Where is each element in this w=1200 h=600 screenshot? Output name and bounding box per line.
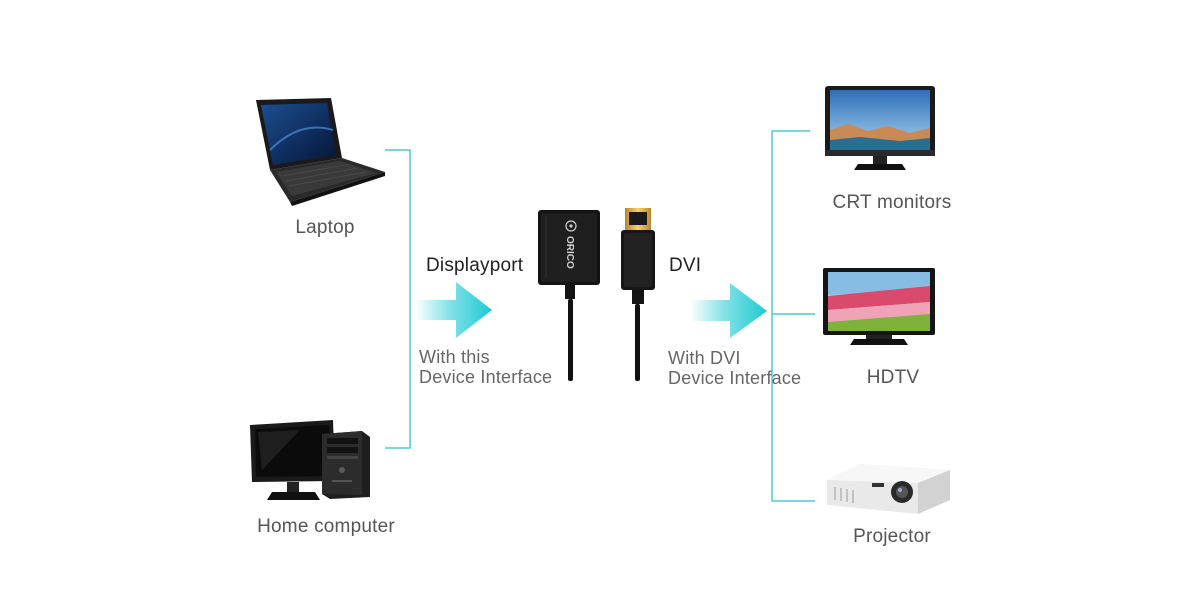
dvi-adapter-icon: ORICO	[538, 208, 655, 381]
adapter-brand: ORICO	[564, 236, 575, 269]
output-interface-note-line1: With DVI	[668, 348, 741, 368]
input-interface-note-line1: With this	[419, 347, 490, 367]
laptop-label: Laptop	[295, 217, 355, 238]
input-interface-note: With this Device Interface	[419, 347, 552, 387]
hdtv-icon	[823, 268, 935, 345]
input-interface-note-line2: Device Interface	[419, 367, 553, 387]
projector-label: Projector	[853, 526, 931, 547]
left-connector-bracket	[385, 149, 411, 449]
output-interface-note: With DVI Device Interface	[668, 348, 801, 388]
crt-monitors-label: CRT monitors	[832, 192, 952, 213]
output-interface-note-line2: Device Interface	[668, 368, 802, 388]
home-computer-icon	[250, 420, 370, 500]
hdtv-label: HDTV	[866, 367, 920, 388]
output-arrow-icon	[690, 283, 767, 338]
crt-monitor-icon	[825, 86, 935, 170]
projector-icon	[827, 464, 950, 514]
displayport-label: Displayport	[426, 255, 524, 276]
input-arrow-icon	[415, 282, 492, 338]
home-computer-label: Home computer	[257, 516, 395, 537]
right-connector-bracket	[771, 130, 815, 502]
laptop-icon	[256, 98, 385, 206]
dvi-label: DVI	[669, 255, 702, 276]
